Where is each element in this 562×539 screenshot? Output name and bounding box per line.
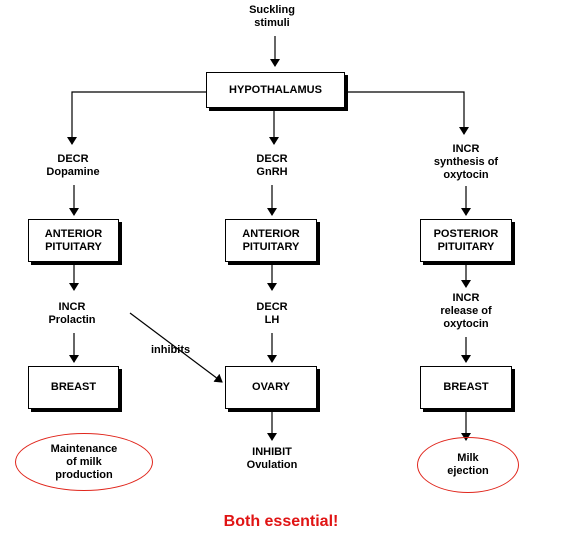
middle-target-box: OVARY: [225, 366, 317, 409]
branch-right: [345, 91, 469, 135]
hypothalamus-box: HYPOTHALAMUS: [206, 72, 345, 108]
inhibits-label: inhibits: [151, 344, 191, 356]
middle-hormone-label: DECR GnRH: [256, 153, 288, 178]
left-target-box: BREAST: [28, 366, 119, 409]
left-gland-box: ANTERIOR PITUITARY: [28, 219, 119, 262]
suckling-stimuli-label: Suckling stimuli: [249, 4, 295, 29]
left-effect-label: INCR Prolactin: [48, 301, 96, 326]
arrow-prolactin-inhibits-ovary: [129, 312, 223, 383]
right-outcome-oval: Milk ejection: [417, 437, 519, 493]
footer-note: Both essential!: [223, 513, 339, 530]
right-hormone-label: INCR synthesis of oxytocin: [433, 143, 499, 181]
left-outcome-oval: Maintenance of milk production: [15, 433, 153, 491]
left-hormone-label: DECR Dopamine: [46, 153, 100, 178]
right-gland-box: POSTERIOR PITUITARY: [420, 219, 512, 262]
middle-outcome-label: INHIBIT Ovulation: [246, 446, 298, 471]
right-effect-label: INCR release of oxytocin: [440, 292, 492, 330]
branch-left: [67, 91, 206, 145]
right-target-box: BREAST: [420, 366, 512, 409]
middle-gland-box: ANTERIOR PITUITARY: [225, 219, 317, 262]
middle-effect-label: DECR LH: [256, 301, 288, 326]
